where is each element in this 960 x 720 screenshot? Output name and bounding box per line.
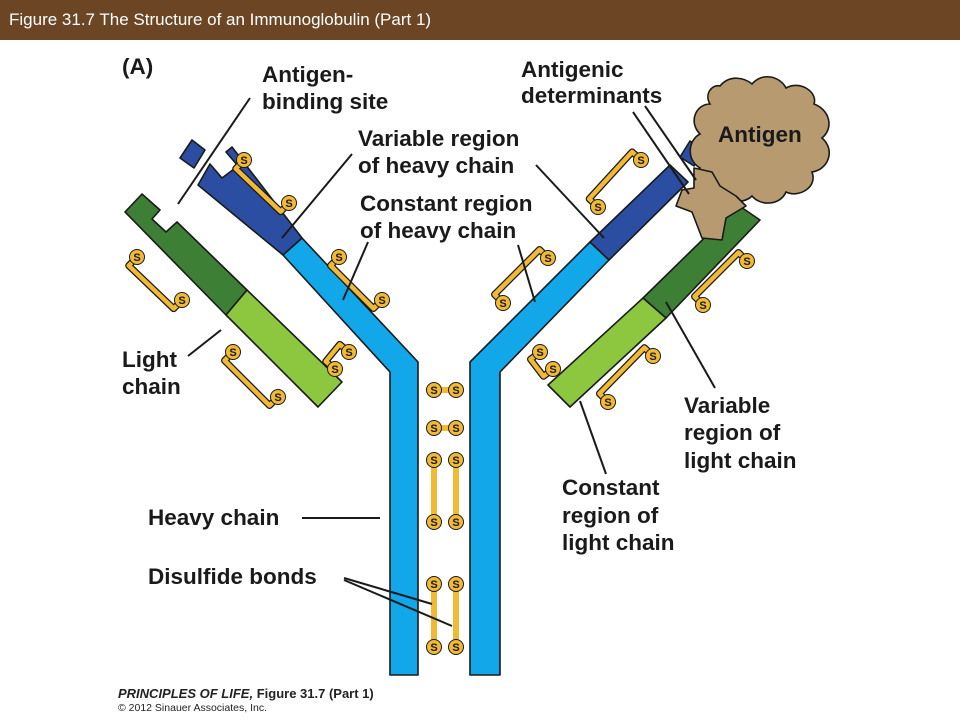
sulfur-atom: S — [594, 202, 601, 214]
sulfur-atom-circle — [225, 344, 241, 360]
footer-figure-ref: Figure 31.7 (Part 1) — [256, 686, 374, 701]
sulfur-atom-circle — [426, 514, 442, 530]
sulfur-atom-circle — [426, 452, 442, 468]
heavy-chain-label: Heavy chain — [148, 505, 279, 530]
sulfur-atom: S — [229, 347, 236, 359]
sulfur-atom: S — [285, 198, 292, 210]
sulfur-atom-circle — [448, 452, 464, 468]
light-chain-right — [547, 204, 761, 408]
sulfur-atom-circle — [695, 297, 711, 313]
sulfur-atom: S — [178, 295, 185, 307]
leader-lines — [177, 97, 716, 627]
footer-book-title: PRINCIPLES OF LIFE, — [118, 686, 254, 701]
sulfur-atom-circle — [426, 639, 442, 655]
sulfur-atom: S — [345, 347, 352, 359]
sulfur-atom: S — [649, 351, 656, 363]
title-bar: Figure 31.7 The Structure of an Immunogl… — [0, 0, 960, 40]
sulfur-atom-circle — [281, 195, 297, 211]
variable-region-heavy-label-line1: Variable region — [358, 126, 519, 151]
footer-citation: PRINCIPLES OF LIFE, Figure 31.7 (Part 1) — [118, 686, 374, 701]
sulfur-atom-circle — [540, 250, 556, 266]
sulfur-atom: S — [430, 423, 437, 435]
panel-label: (A) — [122, 54, 153, 79]
sulfur-atom: S — [133, 252, 140, 264]
antigenic-determinants-label-line2: determinants — [521, 83, 662, 108]
sulfur-atom-circle — [448, 420, 464, 436]
antigen-binding-site-label-line1: Antigen- — [262, 62, 353, 87]
sulfur-atom: S — [430, 455, 437, 467]
sulfur-atom: S — [743, 256, 750, 268]
sulfur-atom-circle — [590, 199, 606, 215]
sulfur-atom-circle — [545, 361, 561, 377]
antigen — [675, 76, 831, 241]
sulfur-atom-circle — [174, 292, 190, 308]
sulfur-atom: S — [430, 517, 437, 529]
sulfur-atom-circle — [374, 292, 390, 308]
sulfur-atom: S — [637, 155, 644, 167]
sulfur-atom: S — [240, 155, 247, 167]
constant-region-light-label-line3: light chain — [562, 530, 675, 555]
sulfur-atom-circle — [448, 639, 464, 655]
constant-region-light-label-line1: Constant — [562, 475, 660, 500]
sulfur-atom: S — [274, 392, 281, 404]
antigenic-determinants-label-line1: Antigenic — [521, 57, 624, 82]
light-chain-label-line2: chain — [122, 374, 181, 399]
sulfur-atom: S — [430, 385, 437, 397]
sulfur-atom-circle — [426, 420, 442, 436]
heavy-chain-right — [469, 241, 610, 676]
light-chain-label-line1: Light — [122, 347, 177, 372]
sulfur-atom: S — [452, 517, 459, 529]
antigen-binding-site-label-line2: binding site — [262, 89, 388, 114]
sulfur-atom-circle — [236, 152, 252, 168]
sulfur-atom: S — [335, 252, 342, 264]
sulfur-atom-circle — [739, 253, 755, 269]
sulfur-atom-circle — [129, 249, 145, 265]
variable-region-light-label-line2: region of — [684, 420, 781, 445]
sulfur-atom: S — [452, 642, 459, 654]
sulfur-atom-circle — [448, 576, 464, 592]
sulfur-atom: S — [452, 385, 459, 397]
sulfur-atom: S — [604, 397, 611, 409]
disulfide-bonds-label: Disulfide bonds — [148, 564, 317, 589]
figure-title: Figure 31.7 The Structure of an Immunogl… — [9, 10, 432, 29]
sulfur-atom: S — [378, 295, 385, 307]
sulfur-atom-circle — [633, 152, 649, 168]
sulfur-atom: S — [430, 642, 437, 654]
variable-region-light-label-line1: Variable — [684, 393, 770, 418]
sulfur-atom: S — [499, 298, 506, 310]
sulfur-atom-circle — [426, 382, 442, 398]
sulfur-atom-circle — [645, 348, 661, 364]
sulfur-atom-circle — [341, 344, 357, 360]
constant-region-heavy-label-line2: of heavy chain — [360, 218, 516, 243]
sulfur-atom-circle — [331, 249, 347, 265]
sulfur-atom: S — [544, 253, 551, 265]
sulfur-atom: S — [452, 579, 459, 591]
sulfur-atom-circle — [495, 295, 511, 311]
sulfur-atom: S — [331, 364, 338, 376]
sulfur-atom-circle — [600, 394, 616, 410]
variable-region-light-label-line3: light chain — [684, 448, 797, 473]
constant-region-heavy-label-line1: Constant region — [360, 191, 533, 216]
constant-region-light-label-line2: region of — [562, 503, 659, 528]
sulfur-atom-circle — [448, 382, 464, 398]
sulfur-atom: S — [452, 423, 459, 435]
variable-region-heavy-label-line2: of heavy chain — [358, 153, 514, 178]
sulfur-atom-circle — [448, 514, 464, 530]
footer: PRINCIPLES OF LIFE, Figure 31.7 (Part 1)… — [118, 686, 374, 714]
sulfur-atom: S — [536, 347, 543, 359]
sulfur-atom-circle — [270, 389, 286, 405]
footer-copyright: © 2012 Sinauer Associates, Inc. — [118, 702, 267, 714]
antigen-label: Antigen — [718, 122, 802, 147]
sulfur-atom-circle — [426, 576, 442, 592]
light-chain-left — [124, 193, 343, 408]
sulfur-atom: S — [549, 364, 556, 376]
sulfur-atom-circle — [327, 361, 343, 377]
sulfur-atom: S — [452, 455, 459, 467]
sulfur-atom-circle — [532, 344, 548, 360]
sulfur-atom: S — [430, 579, 437, 591]
sulfur-atom: S — [699, 300, 706, 312]
heavy-chain-left — [282, 237, 419, 676]
sulfur-atoms: S S S S S S S S S S S S S S S S S S S S S S S S S S S S S S S S — [129, 152, 755, 655]
